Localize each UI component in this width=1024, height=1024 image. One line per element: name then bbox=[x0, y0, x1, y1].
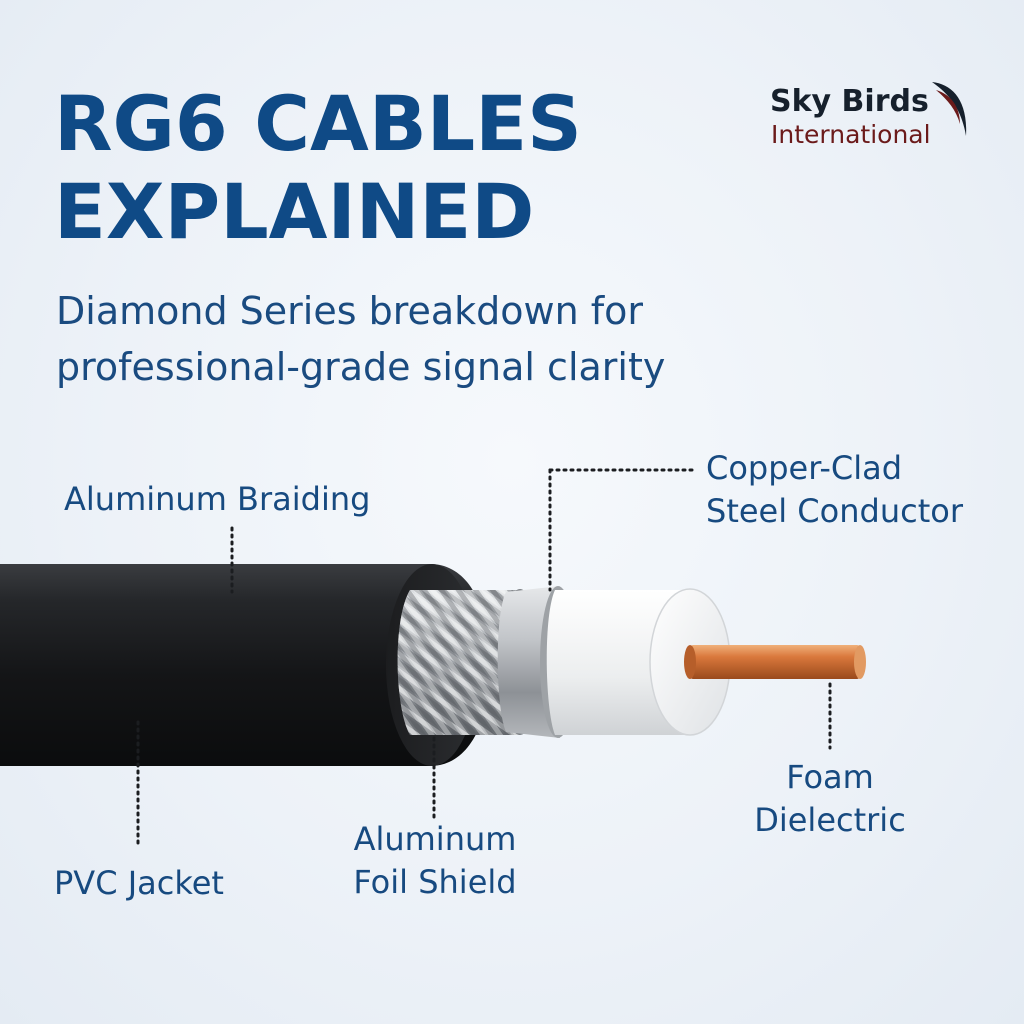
title-line-1: RG6 CABLES bbox=[54, 79, 582, 168]
dielectric-line-2: Dielectric bbox=[754, 801, 906, 839]
bird-wing-icon bbox=[932, 82, 967, 136]
company-logo: Sky Birds International bbox=[770, 80, 980, 160]
logo-line-2: International bbox=[771, 120, 931, 149]
foil-line-1: Aluminum bbox=[353, 820, 517, 858]
subtitle-line-1: Diamond Series breakdown for bbox=[56, 289, 644, 333]
label-aluminum-braiding: Aluminum Braiding bbox=[64, 480, 371, 518]
page-title: RG6 CABLES EXPLAINED bbox=[54, 80, 582, 256]
subtitle: Diamond Series breakdown for professiona… bbox=[56, 283, 665, 395]
foil-line-2: Foil Shield bbox=[353, 863, 517, 901]
conductor-line-2: Steel Conductor bbox=[706, 492, 963, 530]
copper-conductor bbox=[684, 645, 866, 679]
title-line-2: EXPLAINED bbox=[54, 167, 535, 256]
dielectric-line-1: Foam bbox=[786, 758, 874, 796]
cable-diagram bbox=[0, 564, 866, 766]
label-foam-dielectric: Foam Dielectric bbox=[740, 756, 920, 842]
logo-line-1: Sky Birds bbox=[770, 84, 929, 119]
label-aluminum-foil-shield: Aluminum Foil Shield bbox=[340, 818, 530, 904]
subtitle-line-2: professional-grade signal clarity bbox=[56, 345, 666, 389]
conductor-line-1: Copper-Clad bbox=[706, 449, 903, 487]
label-pvc-jacket: PVC Jacket bbox=[54, 864, 224, 902]
label-copper-clad-steel-conductor: Copper-Clad Steel Conductor bbox=[706, 447, 963, 533]
